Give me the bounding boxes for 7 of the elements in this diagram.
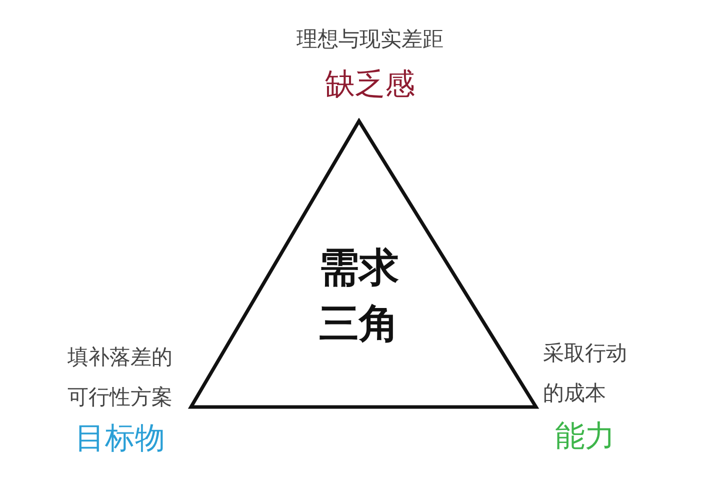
corner-title: 缺乏感 (324, 66, 416, 104)
corner-caption: 理想与现实差距 (296, 26, 444, 52)
corner-title: 目标物 (74, 420, 166, 458)
corner-caption: 采取行动的成本 (543, 340, 628, 407)
corner-caption: 填补落差的可行性方案 (66, 344, 174, 411)
corner-title: 能力 (554, 418, 616, 456)
center-title: 需求三角 (318, 244, 400, 349)
